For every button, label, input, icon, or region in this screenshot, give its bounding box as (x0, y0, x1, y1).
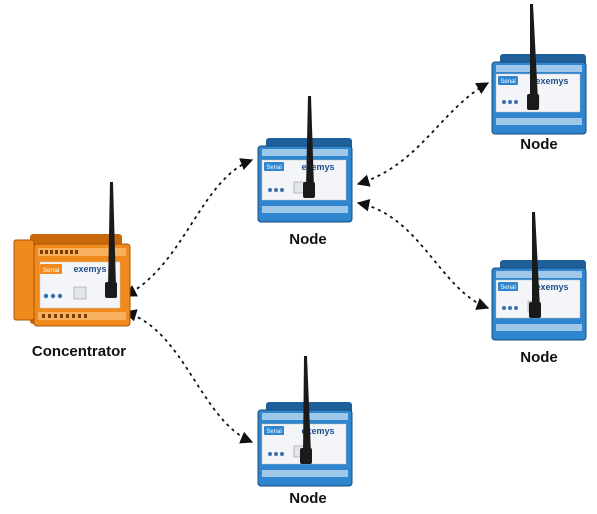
node-3-brand: exemys (535, 282, 568, 292)
node-4-badge: Senal (266, 429, 281, 435)
concentrator-badge: Senal (43, 267, 60, 274)
node-device-2: Senal exemys (491, 4, 587, 135)
concentrator-brand: exemys (73, 264, 106, 274)
node-2-badge: Senal (500, 79, 515, 85)
concentrator-device: Senal exemys (13, 182, 131, 327)
node-device-1: Senal exemys (257, 96, 353, 223)
node-2-label: Node (520, 136, 558, 153)
node-device-3: Senal exemys (491, 212, 587, 341)
concentrator-label: Concentrator (31, 343, 127, 360)
node-1-brand: exemys (301, 162, 334, 172)
node-3-label: Node (520, 349, 558, 366)
node-4-brand: exemys (301, 426, 334, 436)
node-device-4: Senal exemys (257, 356, 353, 487)
antenna-icon (530, 4, 538, 100)
link-node-1-node-2 (356, 82, 490, 187)
node-4-label: Node (289, 490, 327, 507)
link-concentrator-node-4 (123, 309, 254, 444)
antenna-icon (108, 182, 116, 288)
antenna-icon (306, 96, 314, 188)
link-concentrator-node-1 (123, 158, 254, 297)
node-3-badge: Senal (500, 285, 515, 291)
node-2-brand: exemys (535, 76, 568, 86)
link-node-1-node-3 (356, 198, 490, 310)
antenna-icon (303, 356, 311, 454)
node-1-badge: Senal (266, 165, 281, 171)
antenna-icon (532, 212, 540, 308)
node-1-label: Node (289, 231, 327, 248)
